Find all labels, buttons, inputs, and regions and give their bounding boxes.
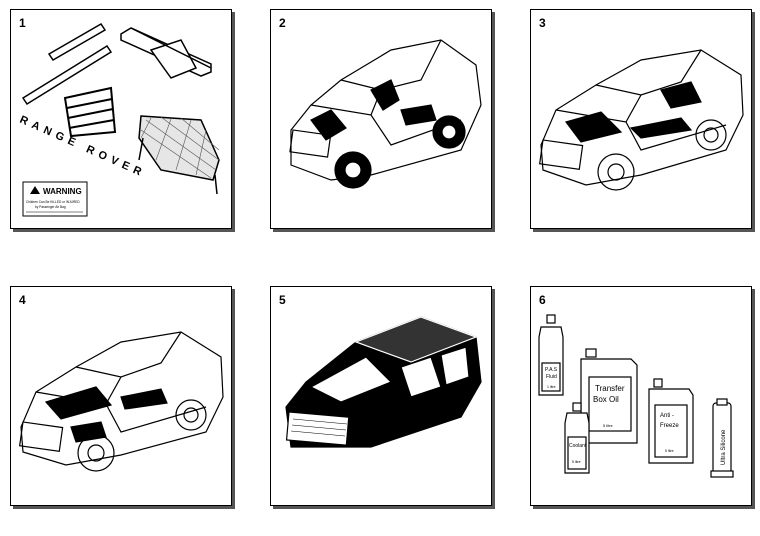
panel-number: 3 [539, 16, 546, 30]
pas-fluid-label: P.A.S [545, 367, 558, 373]
svg-text:Fluid: Fluid [546, 374, 557, 380]
vehicle-cutaway-illustration [538, 49, 744, 191]
svg-text:Anti -: Anti - [660, 413, 674, 419]
coolant-label: Coolant [569, 443, 587, 449]
svg-text:Freeze: Freeze [660, 423, 679, 429]
svg-text:Box Oil: Box Oil [593, 395, 619, 404]
lamp-guard-icon [63, 86, 117, 138]
anti-freeze-container-icon: Anti - Freeze 5 litre [648, 378, 694, 464]
pas-fluid-volume: 1 litre [547, 385, 556, 389]
jack-icon [120, 27, 212, 79]
trim-strip-icon [21, 22, 113, 106]
silicone-tube-icon: Ultra Silicone [710, 398, 734, 478]
panel-number: 5 [279, 293, 286, 307]
coolant-bottle-icon: Coolant 5 litre [564, 402, 590, 474]
panel-number: 1 [19, 16, 26, 30]
silicone-label: Ultra Silicone [721, 429, 727, 465]
accessories-illustration: RANGE ROVER WARNING Children Can Be KILL… [18, 22, 220, 217]
vehicle-cutaway-illustration [18, 331, 224, 472]
panel-5: 5 [270, 286, 492, 506]
vehicle-cutaway-illustration [289, 39, 482, 189]
panel-3: 3 [530, 9, 752, 229]
transfer-box-oil-container-icon: Transfer Box Oil 5 litre [580, 348, 638, 444]
panel-1: 1 [10, 9, 232, 229]
warning-label: WARNING Children Can Be KILLED or INJURE… [22, 181, 88, 217]
panel-number: 4 [19, 293, 26, 307]
body-shell-illustration [285, 316, 482, 448]
panel-number: 6 [539, 293, 546, 307]
warning-line-2: by Passenger Air Bag [35, 205, 66, 209]
panel-6: 6 P.A.S Fluid 1 litre Transfer Box Oil 5… [530, 286, 752, 506]
cargo-net-icon [138, 115, 220, 195]
anti-freeze-volume: 5 litre [665, 449, 674, 453]
panel-number: 2 [279, 16, 286, 30]
warning-title: WARNING [43, 187, 82, 196]
pas-fluid-bottle-icon: P.A.S Fluid 1 litre [538, 314, 564, 396]
panel-2: 2 [270, 9, 492, 229]
fluids-illustration: P.A.S Fluid 1 litre Transfer Box Oil 5 l… [538, 314, 734, 478]
panel-4: 4 [10, 286, 232, 506]
transfer-box-volume: 5 litre [603, 423, 614, 428]
coolant-volume: 5 litre [572, 460, 581, 464]
warning-line-1: Children Can Be KILLED or INJURED [26, 200, 80, 204]
svg-text:Transfer: Transfer [595, 384, 625, 393]
